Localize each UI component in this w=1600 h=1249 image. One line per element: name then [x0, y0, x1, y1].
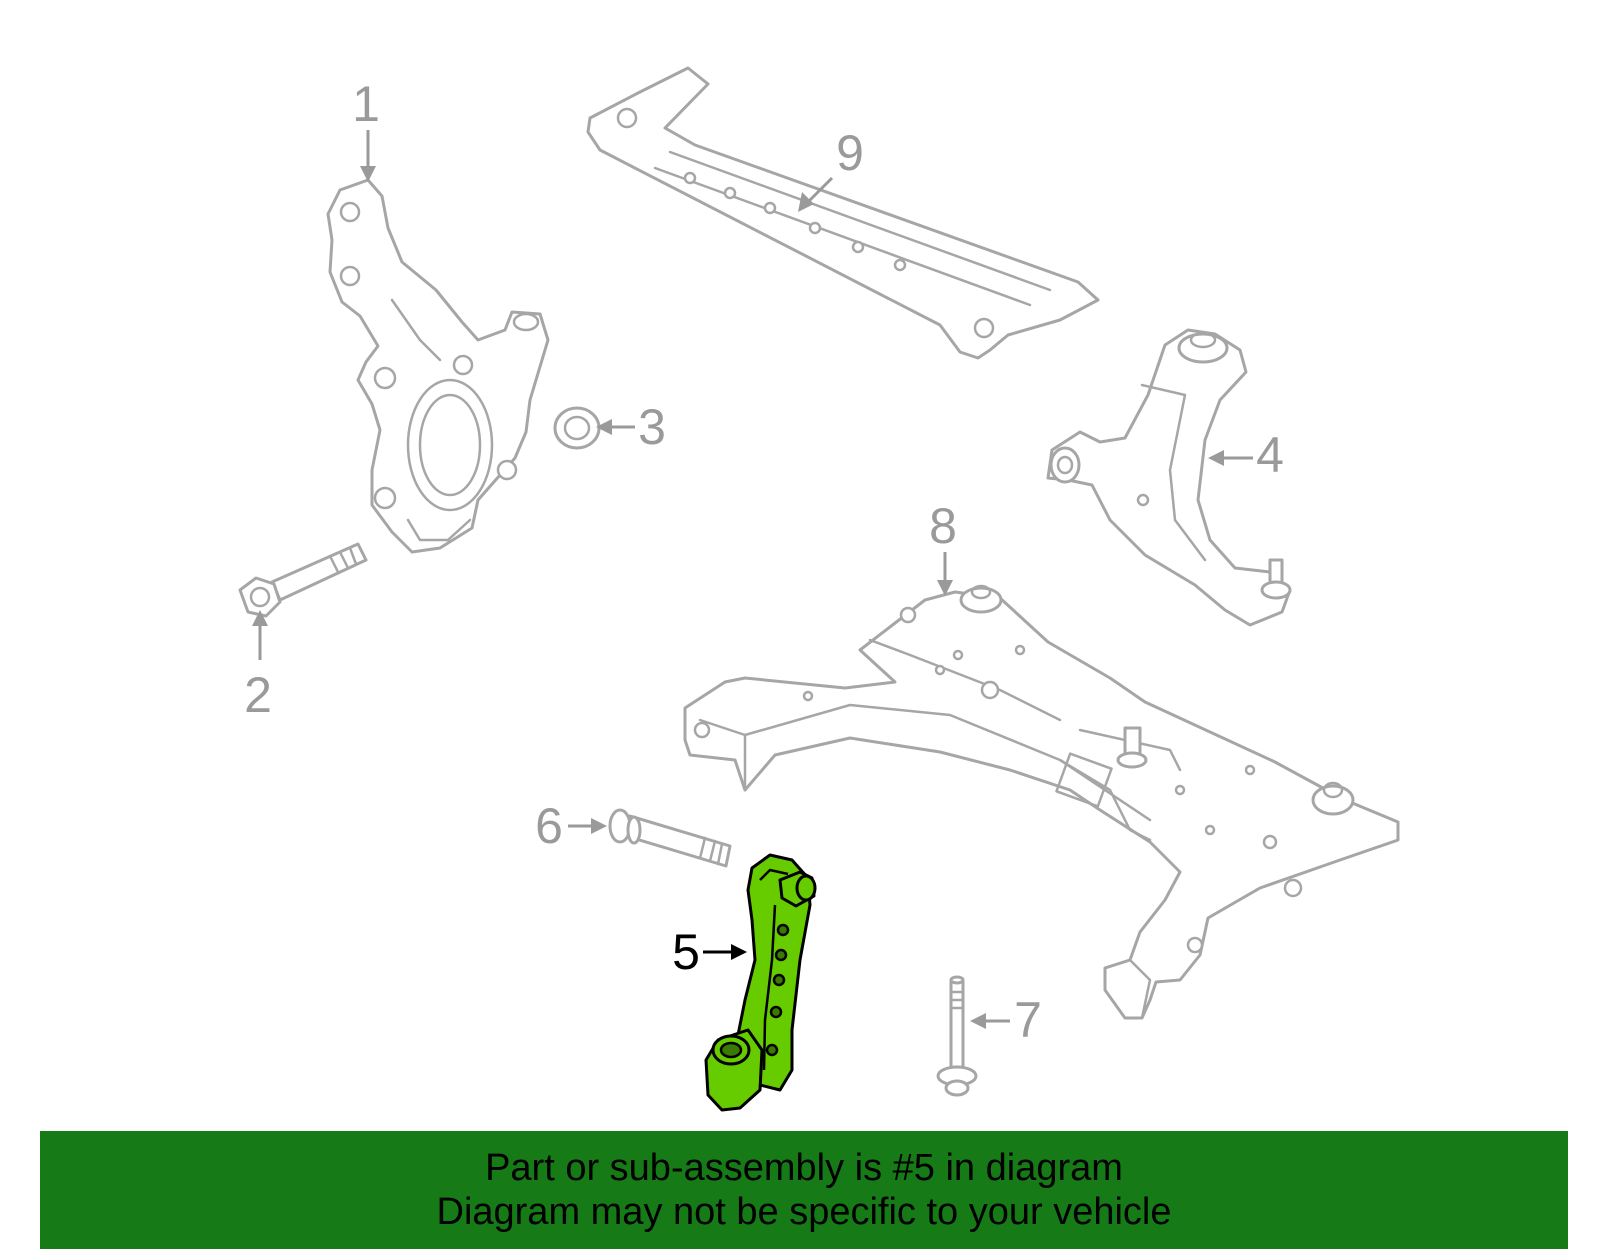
- callout-3-label: 3: [638, 399, 666, 455]
- part-5-link-highlighted[interactable]: [704, 853, 817, 1112]
- part-3-nut[interactable]: [553, 406, 601, 450]
- callout-2: 2: [244, 610, 272, 723]
- parts-diagram: 1 2 3 4 5 6 7 8 9: [238, 66, 1400, 1112]
- part-6-bolt[interactable]: [608, 808, 732, 868]
- callout-6: 6: [535, 798, 607, 854]
- part-2-bolt[interactable]: [238, 542, 368, 618]
- callout-4-label: 4: [1256, 427, 1284, 483]
- callout-8-label: 8: [929, 498, 957, 554]
- callout-7: 7: [970, 992, 1042, 1048]
- banner-line-part-number: Part or sub-assembly is #5 in diagram: [485, 1147, 1123, 1189]
- info-banner: Part or sub-assembly is #5 in diagram Di…: [40, 1131, 1568, 1249]
- callout-8: 8: [929, 498, 957, 596]
- part-7-bolt[interactable]: [936, 975, 978, 1097]
- callout-2-label: 2: [244, 667, 272, 723]
- callout-9: 9: [798, 125, 864, 212]
- part-1-steering-knuckle[interactable]: [326, 178, 550, 554]
- part-9-cross-member[interactable]: [586, 66, 1100, 360]
- callout-7-label: 7: [1014, 992, 1042, 1048]
- part-4-lower-control-arm[interactable]: [1046, 328, 1292, 627]
- callout-4: 4: [1208, 427, 1284, 483]
- callout-1-label: 1: [352, 76, 380, 132]
- callout-1: 1: [352, 76, 380, 182]
- callout-9-label: 9: [836, 125, 864, 181]
- callout-6-label: 6: [535, 798, 563, 854]
- callout-5-label: 5: [672, 924, 700, 980]
- banner-line-disclaimer: Diagram may not be specific to your vehi…: [436, 1191, 1172, 1233]
- part-8-subframe[interactable]: [683, 584, 1400, 1020]
- callout-5: 5: [672, 924, 747, 980]
- callout-3: 3: [596, 399, 666, 455]
